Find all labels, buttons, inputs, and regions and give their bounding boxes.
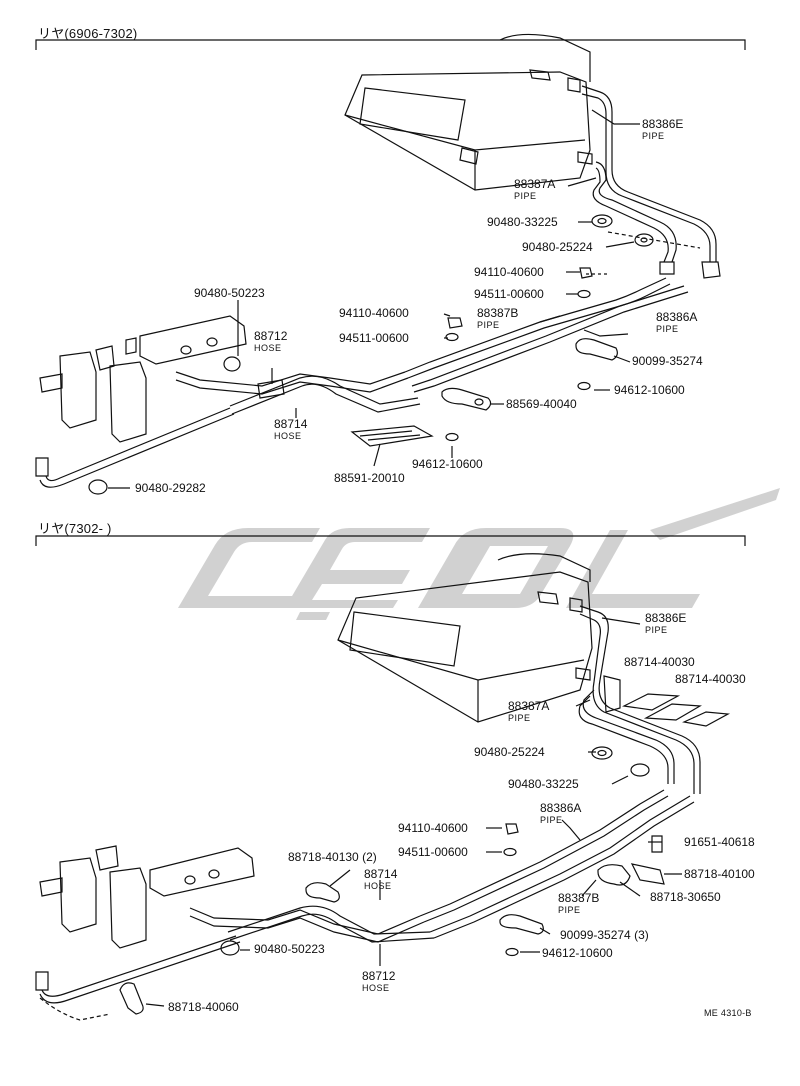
part-description: PIPE xyxy=(656,324,679,334)
part-number: 90480-25224 xyxy=(474,745,545,759)
part-number: 88718-30650 xyxy=(650,890,721,904)
part-description: HOSE xyxy=(364,881,392,891)
part-number: 88386E xyxy=(642,117,684,131)
part-number: 88718-40100 xyxy=(684,867,755,881)
part-number: 94612-10600 xyxy=(542,946,613,960)
part-number: 90480-29282 xyxy=(135,481,206,495)
part-description: PIPE xyxy=(514,191,537,201)
part-number: 91651-40618 xyxy=(684,835,755,849)
part-description: HOSE xyxy=(254,343,282,353)
part-number: 90099-35274 (3) xyxy=(560,928,649,942)
part-number: 88387A xyxy=(514,177,556,191)
part-number: 88569-40040 xyxy=(506,397,577,411)
part-number: 88714 xyxy=(274,417,308,431)
part-number: 90480-25224 xyxy=(522,240,593,254)
part-number: 88387B xyxy=(558,891,600,905)
brand-watermark-logo xyxy=(178,488,780,620)
part-number: 90480-33225 xyxy=(487,215,558,229)
part-number: 94511-00600 xyxy=(474,287,544,301)
part-number: 88714-40030 xyxy=(675,672,746,686)
part-description: PIPE xyxy=(477,320,500,330)
part-number: 88714-40030 xyxy=(624,655,695,669)
part-description: PIPE xyxy=(540,815,563,825)
part-number: 88386A xyxy=(656,310,698,324)
section2-artwork xyxy=(35,535,746,1021)
section-title: リヤ(6906-7302) xyxy=(38,26,138,41)
part-number: 88387B xyxy=(477,306,519,320)
part-number: 88386A xyxy=(540,801,582,815)
part-number: 94511-00600 xyxy=(398,845,468,859)
part-description: PIPE xyxy=(508,713,531,723)
part-number: 88714 xyxy=(364,867,398,881)
part-number: 94511-00600 xyxy=(339,331,409,345)
part-number: 88718-40060 xyxy=(168,1000,239,1014)
part-number: 94612-10600 xyxy=(614,383,685,397)
part-description: PIPE xyxy=(642,131,665,141)
part-number: 90099-35274 xyxy=(632,354,703,368)
part-number: 88712 xyxy=(254,329,288,343)
part-number: 90480-50223 xyxy=(194,286,265,300)
part-number: 88591-20010 xyxy=(334,471,405,485)
part-number: 94110-40600 xyxy=(398,821,468,835)
part-description: PIPE xyxy=(645,625,668,635)
part-number: 94110-40600 xyxy=(474,265,544,279)
part-description: PIPE xyxy=(558,905,581,915)
part-number: 90480-33225 xyxy=(508,777,579,791)
part-number: 88386E xyxy=(645,611,687,625)
part-number: 88718-40130 (2) xyxy=(288,850,377,864)
part-number: 88387A xyxy=(508,699,550,713)
part-number: 88712 xyxy=(362,969,396,983)
section1-artwork xyxy=(35,33,746,495)
part-description: HOSE xyxy=(274,431,302,441)
figure-code: ME 4310-B xyxy=(704,1008,752,1018)
part-number: 90480-50223 xyxy=(254,942,325,956)
part-number: 94110-40600 xyxy=(339,306,409,320)
part-number: 94612-10600 xyxy=(412,457,483,471)
part-description: HOSE xyxy=(362,983,390,993)
section-title: リヤ(7302- ) xyxy=(38,521,112,536)
